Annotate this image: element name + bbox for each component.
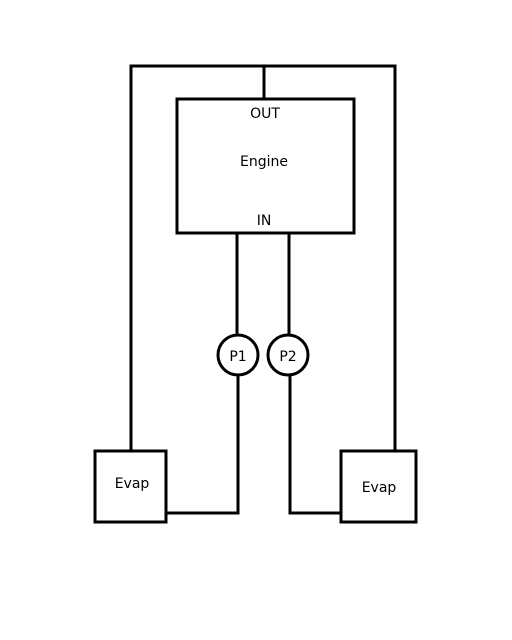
pump-p1-label: P1 — [229, 349, 246, 365]
pump-p2-label: P2 — [279, 349, 296, 365]
evap-right-box — [339, 449, 418, 524]
evap-left-box — [93, 449, 168, 524]
engine-box — [175, 97, 356, 235]
engine-title: Engine — [240, 154, 288, 170]
p1-to-left-evap-pipe — [164, 373, 240, 515]
p2-to-right-evap-pipe — [288, 373, 343, 515]
pump-p2 — [266, 333, 310, 377]
evap-right-label: Evap — [362, 480, 397, 496]
engine-in-label: IN — [257, 213, 272, 229]
evap-left-label: Evap — [115, 476, 150, 492]
engine-out-label: OUT — [250, 106, 280, 122]
